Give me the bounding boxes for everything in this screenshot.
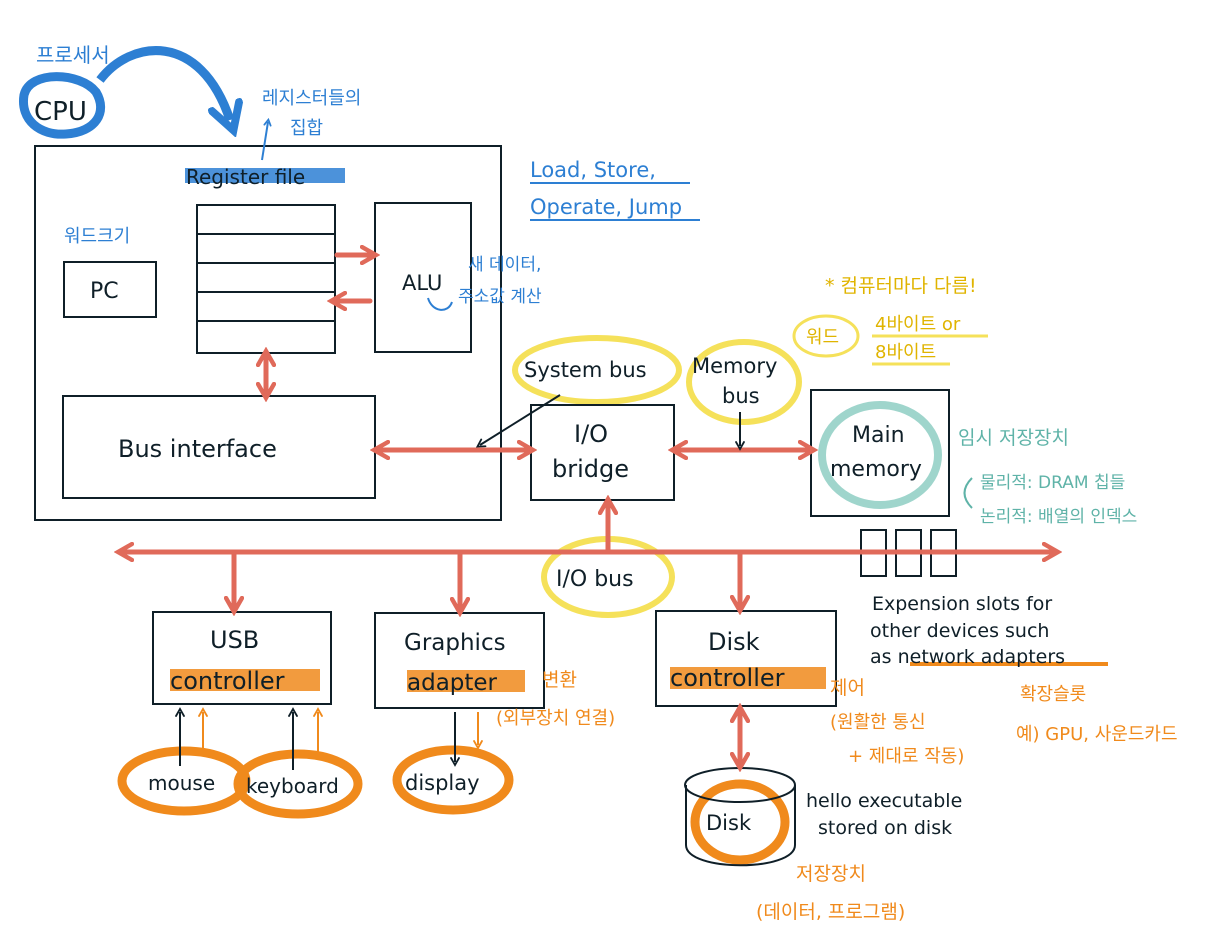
keyboard-highlight — [233, 749, 363, 819]
disk-controller-highlight — [670, 667, 826, 689]
io-bus-label: I/O bus — [556, 567, 634, 592]
main-memory-note-line2: 물리적: DRAM 칩들 — [980, 473, 1125, 493]
instructions-line1: Load, Store, — [530, 158, 656, 182]
word-note-line1: * 컴퓨터마다 다름! — [825, 275, 977, 297]
cpu-label: CPU — [34, 97, 87, 127]
alu-annotation-line1: 새 데이터, — [468, 255, 541, 275]
system-bus-highlight — [512, 335, 682, 405]
register-file-table — [196, 204, 336, 354]
graphics-note-line2: (외부장치 연결) — [496, 708, 615, 729]
expansion-note-line2: 예) GPU, 사운드카드 — [1016, 724, 1178, 745]
word-size-annotation: 워드크기 — [64, 226, 130, 247]
bus-interface-label: Bus interface — [118, 435, 277, 463]
expansion-line2: other devices such — [870, 620, 1049, 642]
register-annotation-arrow — [261, 122, 268, 161]
usb-label-line2: controller — [170, 667, 285, 695]
disk-controller-note-line1: 제어 — [830, 677, 865, 699]
memory-note-brace — [963, 477, 973, 509]
disk-note-line2: (데이터, 프로그램) — [756, 901, 905, 923]
alu-annotation-line2: 주소값 계산 — [458, 287, 542, 307]
word-label: 워드 — [806, 327, 839, 348]
cpu-chip-box — [34, 145, 502, 521]
disk-note-line1: 저장장치 — [796, 863, 866, 885]
system-bus-label: System bus — [524, 358, 647, 382]
usb-label-line1: USB — [210, 626, 259, 654]
instructions-line2: Operate, Jump — [530, 195, 682, 219]
pc-box — [63, 261, 157, 318]
register-file-label: Register file — [186, 165, 305, 189]
disk-controller-note-line3: + 제대로 작동) — [848, 746, 964, 767]
cpu-highlight — [19, 72, 106, 139]
memory-bus-highlight — [686, 339, 802, 425]
processor-annotation: 프로세서 — [36, 43, 110, 67]
mouse-label: mouse — [148, 771, 215, 795]
word-size-line1: 4바이트 or — [875, 314, 961, 335]
usb-controller-highlight — [170, 669, 320, 691]
io-bridge-line1: I/O — [574, 420, 608, 448]
graphics-label-line2: adapter — [407, 670, 498, 696]
expansion-line3: as network adapters — [870, 646, 1065, 668]
display-label: display — [405, 771, 480, 795]
expansion-note-line1: 확장슬롯 — [1020, 684, 1086, 705]
alu-label: ALU — [402, 271, 442, 295]
graphics-label-line1: Graphics — [404, 630, 506, 656]
main-memory-line2: memory — [830, 457, 922, 482]
mouse-highlight — [117, 746, 251, 816]
keyboard-label: keyboard — [246, 774, 339, 798]
word-highlight — [792, 314, 860, 358]
disk-highlight — [690, 779, 790, 865]
disk-label: Disk — [706, 811, 752, 835]
disk-desc-line2: stored on disk — [818, 817, 952, 839]
alu-annotation-arrow — [427, 297, 453, 311]
graphics-adapter-highlight — [407, 670, 525, 692]
alu-box — [374, 202, 472, 353]
system-bus-pointer — [475, 394, 561, 448]
main-memory-note-line3: 논리적: 배열의 인덱스 — [980, 507, 1137, 527]
main-memory-line1: Main — [852, 423, 905, 448]
main-memory-note-line1: 임시 저장장치 — [958, 427, 1069, 449]
main-memory-highlight — [818, 401, 942, 509]
word-size-line2: 8바이트 — [875, 342, 936, 363]
register-file-highlight — [185, 168, 345, 183]
disk-controller-line1: Disk — [708, 628, 760, 656]
disk-controller-note-line2: (원활한 통신 — [830, 712, 926, 733]
memory-bus-line2: bus — [722, 384, 760, 408]
expansion-line1: Expension slots for — [872, 593, 1052, 615]
disk-controller-line2: controller — [670, 664, 785, 692]
io-bridge-line2: bridge — [552, 455, 629, 483]
disk-desc-line1: hello executable — [806, 790, 962, 812]
register-annotation-line1: 레지스터들의 — [262, 88, 361, 109]
graphics-note-line1: 변환 — [542, 669, 577, 691]
pc-label: PC — [90, 279, 119, 304]
memory-bus-line1: Memory — [692, 354, 777, 378]
cpu-arrow — [96, 46, 230, 120]
register-annotation-line2: 집합 — [290, 118, 323, 139]
display-highlight — [392, 745, 514, 815]
